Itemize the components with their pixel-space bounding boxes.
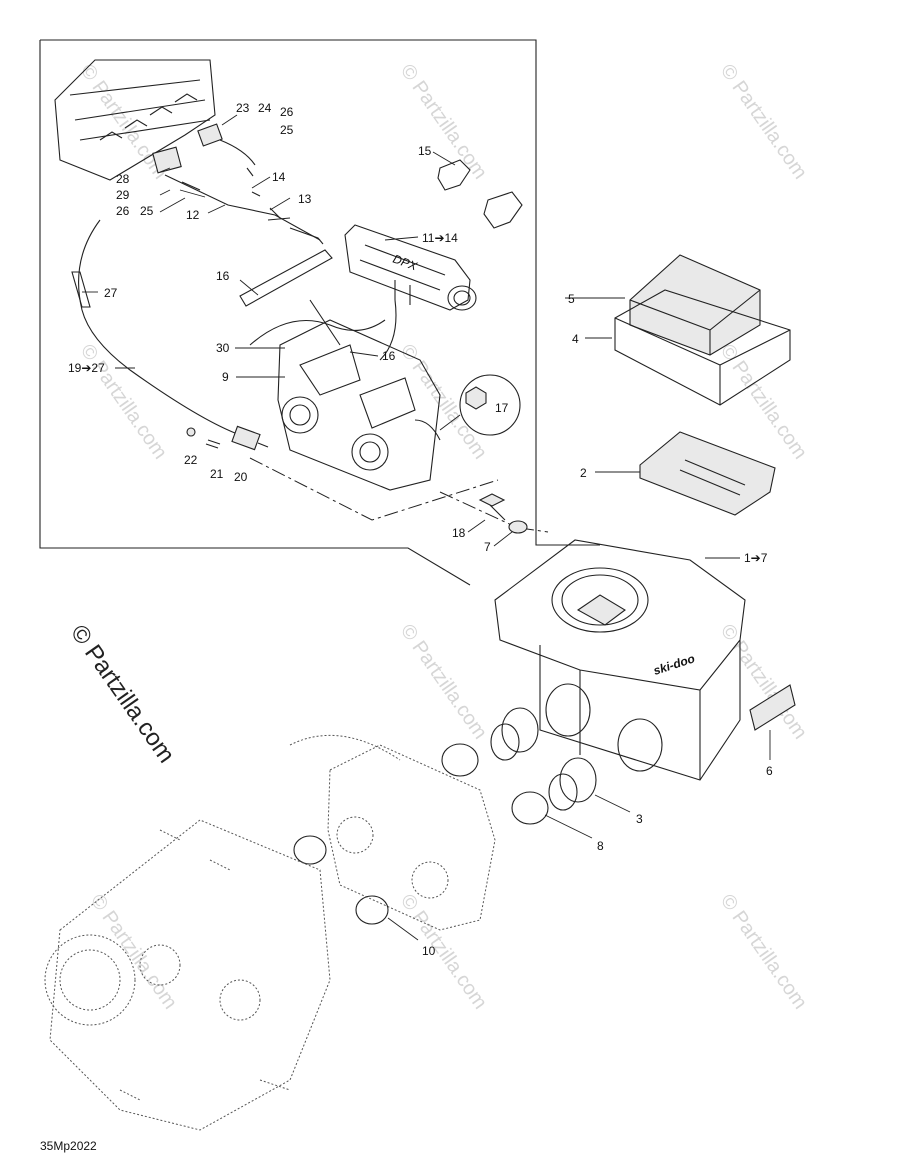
callout-26: 26	[280, 105, 294, 119]
watermark-text: © Partzilla.com	[396, 60, 491, 183]
callout-28: 28	[116, 172, 130, 186]
callout-23: 23	[236, 101, 250, 115]
callout-26: 26	[116, 204, 130, 218]
callout-17: 17	[495, 401, 509, 415]
plate-2	[639, 431, 776, 516]
callout-11-14: 11➔14	[422, 231, 458, 245]
callout-20: 20	[234, 470, 248, 484]
decal-6	[749, 684, 796, 731]
callout-7: 7	[484, 540, 491, 554]
callout-9: 9	[222, 370, 229, 384]
carburetor-inset	[249, 299, 441, 491]
callout-21: 21	[210, 467, 224, 481]
watermark-text: © Partzilla.com	[76, 340, 171, 463]
callout-12: 12	[186, 208, 200, 222]
drawing-code: 35Mp2022	[40, 1139, 97, 1153]
watermark-large: © Partzilla.com	[65, 620, 180, 768]
callout-18: 18	[452, 526, 466, 540]
airbox-logo: ski-doo	[652, 651, 697, 678]
watermark-text: © Partzilla.com	[396, 890, 491, 1013]
harness-housing	[54, 59, 216, 181]
callout-25: 25	[280, 123, 294, 137]
clamps-10	[293, 835, 389, 925]
callout-16: 16	[382, 349, 396, 363]
callout-5: 5	[568, 292, 575, 306]
air-filter	[614, 254, 791, 406]
callout-16: 16	[216, 269, 230, 283]
watermark-text: © Partzilla.com	[396, 620, 491, 743]
engine	[44, 819, 331, 1131]
callout-19-27: 19➔27	[68, 361, 105, 375]
callout-6: 6	[766, 764, 773, 778]
watermark-text: © Partzilla.com	[86, 890, 181, 1013]
callout-8: 8	[597, 839, 604, 853]
rail-mark: DPX	[391, 252, 420, 274]
part-17-nut	[439, 374, 521, 436]
callout-14: 14	[272, 170, 286, 184]
grommet-18	[478, 493, 528, 534]
callout-24: 24	[258, 101, 272, 115]
leader-lines	[82, 114, 771, 941]
watermark-text: © Partzilla.com	[716, 340, 811, 463]
callout-22: 22	[184, 453, 198, 467]
watermark-text: © Partzilla.com	[716, 60, 811, 183]
callout-2: 2	[580, 466, 587, 480]
callout-25: 25	[140, 204, 154, 218]
intake-boots	[441, 707, 597, 825]
callout-1-7: 1➔7	[744, 551, 768, 565]
watermarks: © Partzilla.com © Partzilla.com © Partzi…	[65, 60, 811, 1013]
callout-4: 4	[572, 332, 579, 346]
callout-27: 27	[104, 286, 118, 300]
callout-30: 30	[216, 341, 230, 355]
callout-15: 15	[418, 144, 432, 158]
watermark-text: © Partzilla.com	[716, 890, 811, 1013]
callout-3: 3	[636, 812, 643, 826]
carburetor-lower	[289, 734, 496, 931]
sensor-assembly	[71, 123, 324, 451]
callout-13: 13	[298, 192, 312, 206]
callout-10: 10	[422, 944, 436, 958]
callout-29: 29	[116, 188, 130, 202]
callouts: 23 24 26 25 28 29 26 25 14 13 12 15 11➔1…	[68, 101, 773, 958]
hose-clips	[437, 159, 523, 229]
airbox: ski-doo	[494, 539, 746, 781]
inset-connector-dashed	[249, 457, 549, 533]
fuel-line-16	[239, 249, 333, 307]
